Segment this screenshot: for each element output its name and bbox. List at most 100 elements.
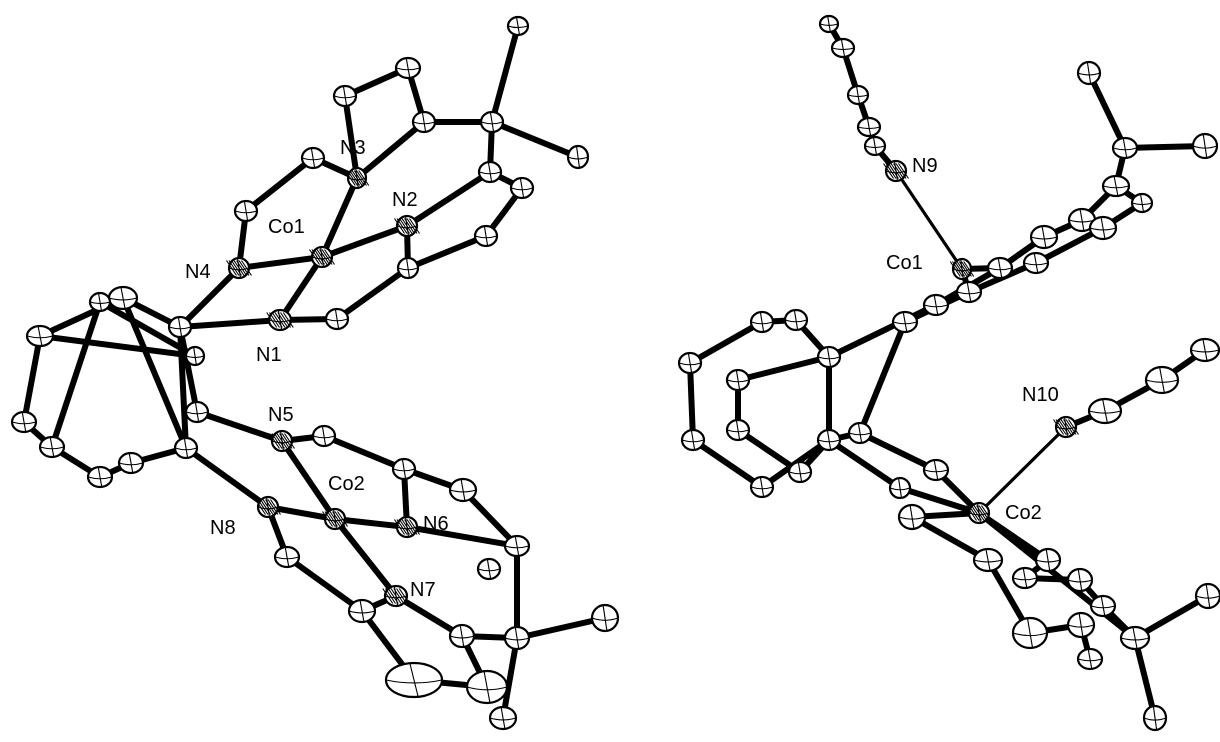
bond — [332, 516, 410, 530]
atom-a18 — [25, 324, 55, 348]
atom-a26 — [391, 457, 417, 481]
atom-b37 — [1034, 547, 1062, 573]
bond-group — [687, 21, 1211, 721]
atom-n7 — [382, 584, 410, 608]
bond — [277, 254, 325, 323]
bond — [284, 554, 365, 614]
atom-a4 — [394, 56, 422, 80]
atom-n8 — [255, 495, 281, 519]
atom-b29 — [847, 421, 873, 445]
atom-b27 — [787, 460, 813, 484]
bond — [500, 635, 520, 721]
bond — [857, 319, 908, 436]
atom-a8 — [233, 199, 259, 223]
atom-b28 — [816, 428, 842, 452]
atom-label-co1: Co1 — [268, 216, 305, 238]
bond — [183, 445, 271, 510]
atom-a10 — [509, 176, 535, 200]
atom-a16 — [107, 285, 139, 311]
atom-b10 — [1130, 192, 1154, 214]
bond — [405, 233, 489, 271]
atom-b40 — [1089, 594, 1117, 618]
atom-b4 — [856, 116, 882, 138]
atom-a11 — [473, 224, 499, 248]
atom-co1 — [309, 245, 335, 269]
atom-b8 — [1191, 132, 1219, 160]
atom-a5 — [332, 84, 358, 108]
bond — [826, 437, 903, 491]
bond — [404, 169, 493, 229]
atom-b41 — [1066, 611, 1096, 639]
atom-n5 — [269, 429, 295, 453]
atom-b3 — [846, 84, 870, 106]
atom-label-n5: N5 — [268, 404, 294, 426]
atom-b21 — [749, 310, 775, 334]
atom-n9 — [883, 159, 909, 183]
atom-b22 — [677, 351, 703, 375]
atom-b43 — [1119, 625, 1151, 651]
bond — [21, 333, 43, 425]
atom-b18 — [891, 310, 919, 334]
atom-a7 — [300, 146, 326, 170]
atom-group — [10, 15, 620, 731]
bond — [826, 302, 939, 360]
bond — [735, 427, 803, 475]
atom-b32 — [1189, 337, 1220, 363]
atom-label-n2: N2 — [392, 189, 418, 211]
atom-b45 — [1194, 582, 1220, 610]
atom-label-n8: N8 — [210, 517, 236, 539]
atom-b13 — [1029, 224, 1059, 250]
bond — [690, 437, 765, 490]
atom-a9 — [477, 160, 503, 184]
bond — [319, 175, 360, 260]
bond — [319, 223, 410, 260]
atom-a36 — [465, 669, 509, 705]
atom-label-n10: N10 — [1022, 384, 1059, 406]
atom-a34 — [590, 603, 620, 633]
atom-b34 — [888, 476, 912, 500]
atom-a17 — [88, 291, 112, 313]
atom-b38 — [1011, 566, 1039, 590]
bond — [236, 254, 325, 271]
atom-n1 — [266, 308, 294, 332]
atom-label-n7: N7 — [410, 579, 436, 601]
bond — [894, 169, 964, 271]
atom-a27 — [448, 477, 478, 503]
atom-n6 — [394, 515, 420, 539]
atom-b17 — [922, 293, 950, 317]
atom-b39 — [1066, 567, 1094, 593]
atom-n3 — [344, 166, 370, 190]
atom-label-n9: N9 — [912, 155, 938, 177]
atom-label-n6: N6 — [423, 513, 449, 535]
atom-label-n4: N4 — [185, 261, 211, 283]
atom-label-co1: Co1 — [886, 252, 923, 274]
atom-b33 — [922, 458, 950, 482]
atom-b7 — [1111, 136, 1139, 160]
atom-b6 — [1076, 60, 1102, 86]
bond — [97, 299, 198, 359]
atom-label-co2: Co2 — [1005, 502, 1042, 524]
atom-b14 — [1022, 251, 1050, 275]
atom-a33 — [503, 625, 531, 651]
bond — [37, 333, 198, 359]
atom-co1 — [949, 257, 975, 281]
bond — [177, 324, 200, 415]
atom-b35 — [897, 503, 927, 531]
bond — [265, 504, 338, 522]
atom-n2 — [394, 214, 420, 238]
bond — [243, 155, 316, 214]
atom-a15 — [184, 345, 206, 367]
atom-b9 — [1101, 174, 1131, 198]
atom-b31 — [1144, 365, 1180, 395]
bond — [687, 360, 696, 443]
atom-a2 — [566, 144, 590, 170]
atom-b46 — [1142, 704, 1168, 732]
atom-co2 — [322, 507, 348, 531]
atom-b1 — [818, 14, 840, 34]
bond — [1132, 635, 1158, 721]
bond — [909, 514, 991, 563]
